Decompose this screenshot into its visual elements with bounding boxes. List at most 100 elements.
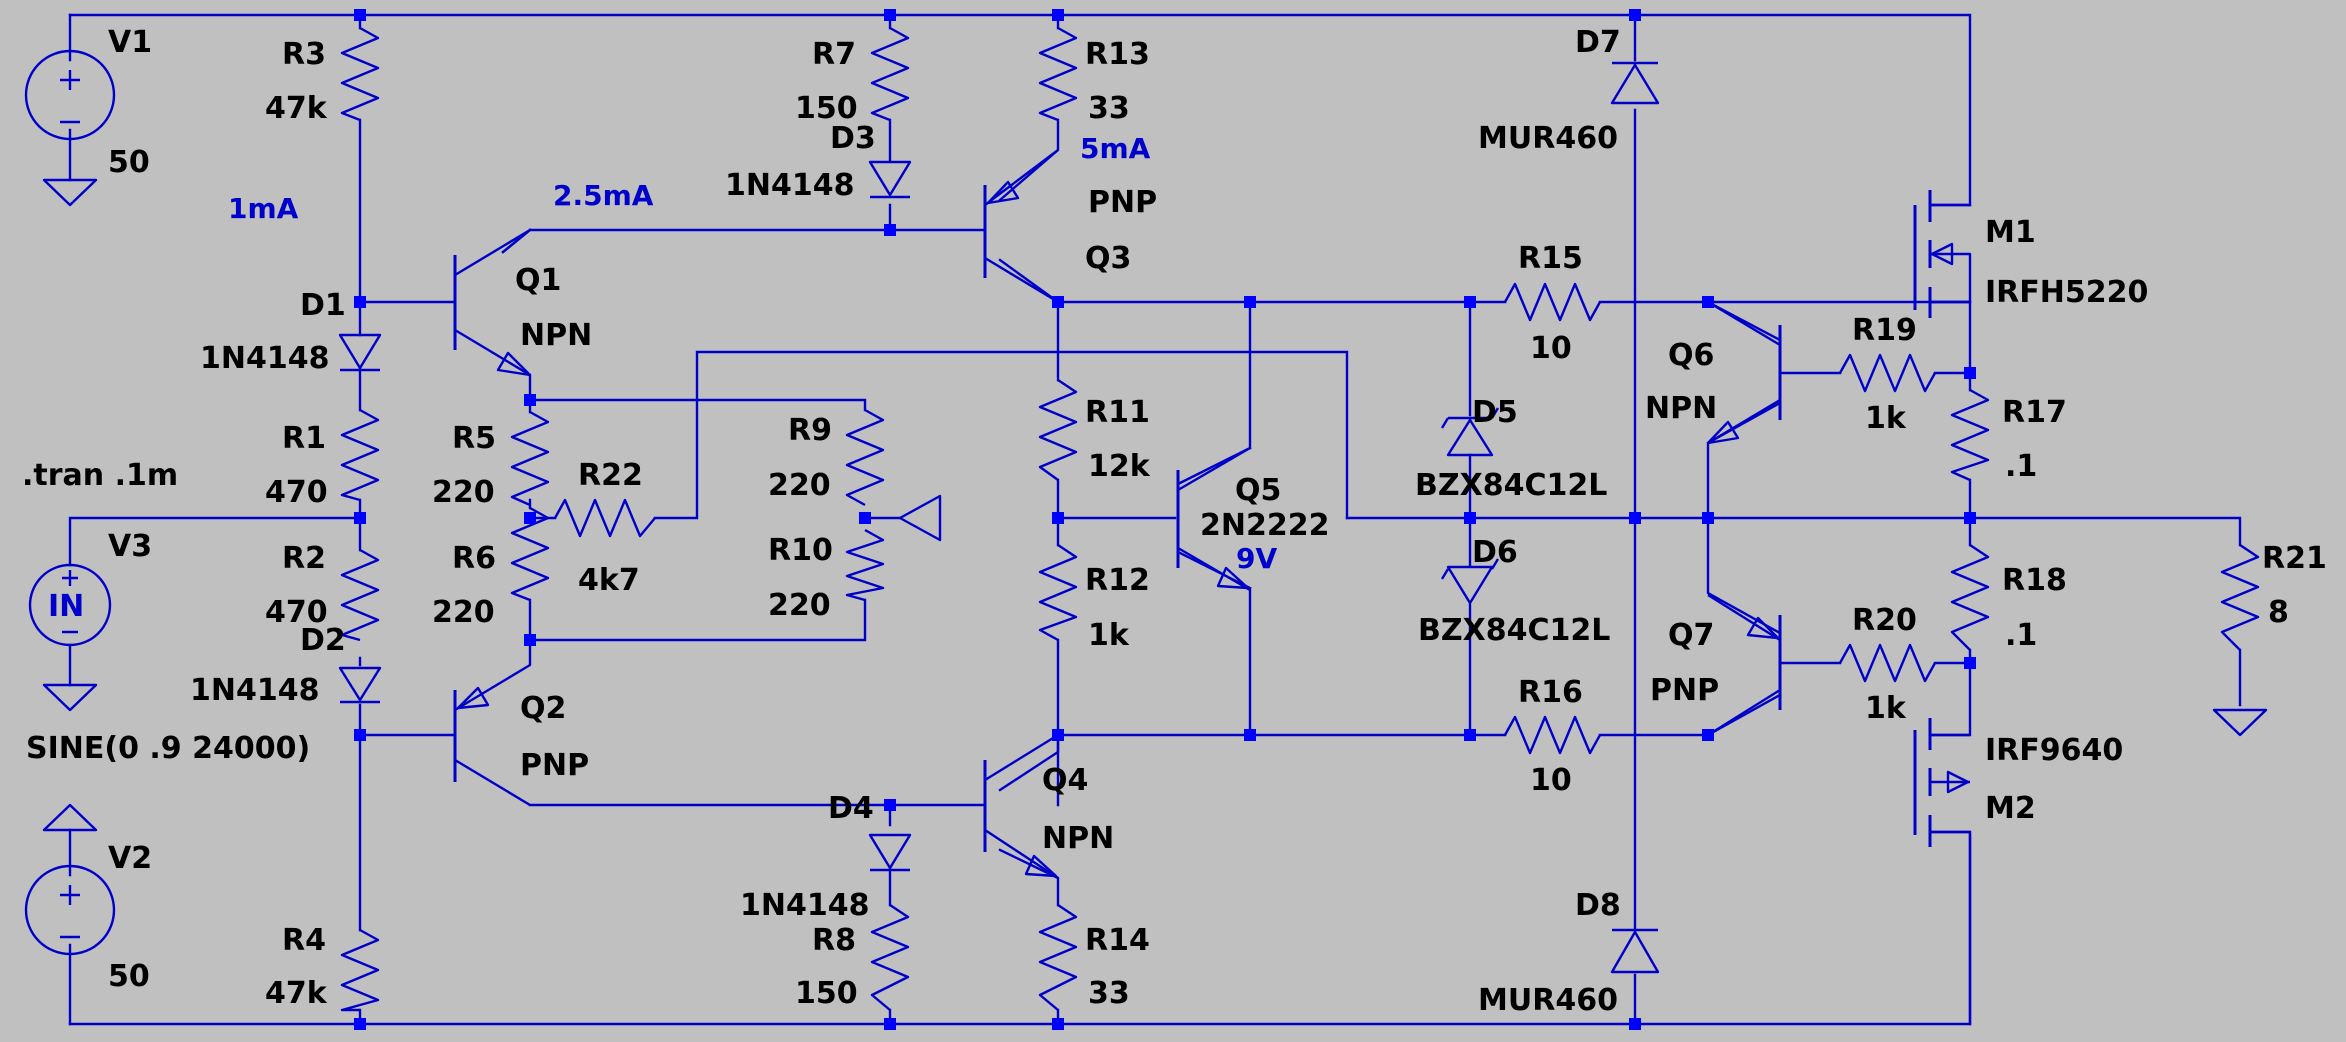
tran-directive: .tran .1m — [22, 458, 178, 493]
R16-body — [1503, 715, 1602, 755]
R2-name: R2 — [282, 541, 326, 576]
D2-name: D2 — [300, 623, 346, 658]
diodes — [338, 61, 1660, 974]
R8-body — [870, 904, 910, 1011]
R16-name: R16 — [1518, 675, 1583, 710]
note-9v: 9V — [1236, 542, 1277, 575]
ground-symbol — [898, 494, 942, 542]
R12-value: 1k — [1088, 618, 1130, 653]
R1-name: R1 — [282, 421, 326, 456]
Q2-type: PNP — [520, 748, 589, 783]
R5-body — [510, 410, 550, 507]
D3-value: 1N4148 — [725, 168, 854, 203]
R1-value: 470 — [265, 475, 328, 510]
D1-value: 1N4148 — [200, 341, 329, 376]
R9-name: R9 — [788, 413, 832, 448]
D2-symbol — [338, 666, 382, 704]
D3-name: D3 — [830, 121, 876, 156]
R14-value: 33 — [1088, 976, 1130, 1011]
D7-symbol — [1610, 61, 1660, 105]
R15-body — [1503, 282, 1602, 322]
V2-value: 50 — [108, 959, 150, 994]
R22-body — [553, 498, 656, 538]
R4-value: 47k — [265, 976, 328, 1011]
R5-value: 220 — [432, 475, 495, 510]
D8-value: MUR460 — [1478, 983, 1618, 1018]
resistors — [340, 26, 2260, 1012]
R4-name: R4 — [282, 923, 326, 958]
D7-name: D7 — [1575, 25, 1621, 60]
R7-body — [870, 26, 910, 122]
R17-value: .1 — [2005, 449, 2037, 484]
R10-value: 220 — [768, 588, 831, 623]
V1-symbol — [24, 49, 116, 141]
R20-body — [1838, 643, 1937, 683]
D1-symbol — [338, 333, 382, 372]
D6-symbol — [1440, 558, 1500, 605]
R21-name: R21 — [2262, 541, 2327, 576]
Q7-type: PNP — [1650, 673, 1719, 708]
note-5ma: 5mA — [1080, 132, 1151, 165]
Q2-name: Q2 — [520, 691, 566, 726]
R3-value: 47k — [265, 91, 328, 126]
R7-value: 150 — [795, 91, 858, 126]
Q7-symbol — [1707, 593, 1782, 737]
R22-value: 4k7 — [578, 563, 640, 598]
V2-symbol — [24, 864, 116, 956]
V2-name: V2 — [108, 841, 152, 876]
sources — [24, 49, 116, 956]
R20-name: R20 — [1852, 603, 1917, 638]
Q5-name: Q5 — [1235, 473, 1281, 508]
R15-value: 10 — [1530, 331, 1572, 366]
junctions — [354, 9, 1976, 1030]
D5-value: BZX84C12L — [1415, 468, 1607, 503]
R11-body — [1038, 379, 1078, 481]
V3-name: V3 — [108, 529, 152, 564]
R2-value: 470 — [265, 595, 328, 630]
Q2-symbol — [453, 640, 532, 807]
R14-name: R14 — [1085, 923, 1150, 958]
R1-body — [340, 408, 380, 502]
Q3-type: PNP — [1088, 185, 1157, 220]
R16-value: 10 — [1530, 763, 1572, 798]
V1-value: 50 — [108, 145, 150, 180]
supply-arrow-symbol — [42, 803, 98, 832]
note-2-5ma: 2.5mA — [553, 179, 654, 212]
D6-value: BZX84C12L — [1418, 613, 1610, 648]
Q7-name: Q7 — [1668, 618, 1714, 653]
R6-body — [510, 506, 550, 602]
D4-symbol — [868, 833, 912, 872]
Q3-name: Q3 — [1085, 241, 1131, 276]
R3-body — [340, 26, 380, 122]
D6-name: D6 — [1472, 535, 1518, 570]
Q5-value: 2N2222 — [1200, 508, 1329, 543]
M1-name: M1 — [1985, 215, 2036, 250]
Q5-symbol — [1176, 446, 1251, 592]
ground-symbol — [42, 178, 98, 207]
R6-value: 220 — [432, 595, 495, 630]
grounds — [42, 178, 2268, 832]
R12-name: R12 — [1085, 563, 1150, 598]
R13-body — [1038, 26, 1078, 122]
R9-body — [845, 408, 885, 507]
R4-body — [340, 928, 380, 1012]
D2-value: 1N4148 — [190, 673, 319, 708]
R17-name: R17 — [2002, 395, 2067, 430]
R11-name: R11 — [1085, 395, 1150, 430]
Q1-name: Q1 — [515, 263, 561, 298]
R18-value: .1 — [2005, 618, 2037, 653]
R21-body — [2220, 544, 2260, 651]
labels: V1 50 V2 50 V3 IN SINE(0 .9 24000) .tran… — [22, 25, 2327, 1018]
M2-name: M2 — [1985, 791, 2036, 826]
D4-name: D4 — [828, 791, 874, 826]
R3-name: R3 — [282, 37, 326, 72]
Q4-symbol — [983, 733, 1059, 880]
transistors — [453, 149, 1972, 880]
R13-value: 33 — [1088, 91, 1130, 126]
R21-value: 8 — [2268, 595, 2289, 630]
V3-port-label: IN — [48, 589, 84, 624]
Q4-name: Q4 — [1042, 763, 1088, 798]
D8-symbol — [1610, 928, 1660, 974]
wires — [68, 13, 2242, 1026]
D7-value: MUR460 — [1478, 121, 1618, 156]
